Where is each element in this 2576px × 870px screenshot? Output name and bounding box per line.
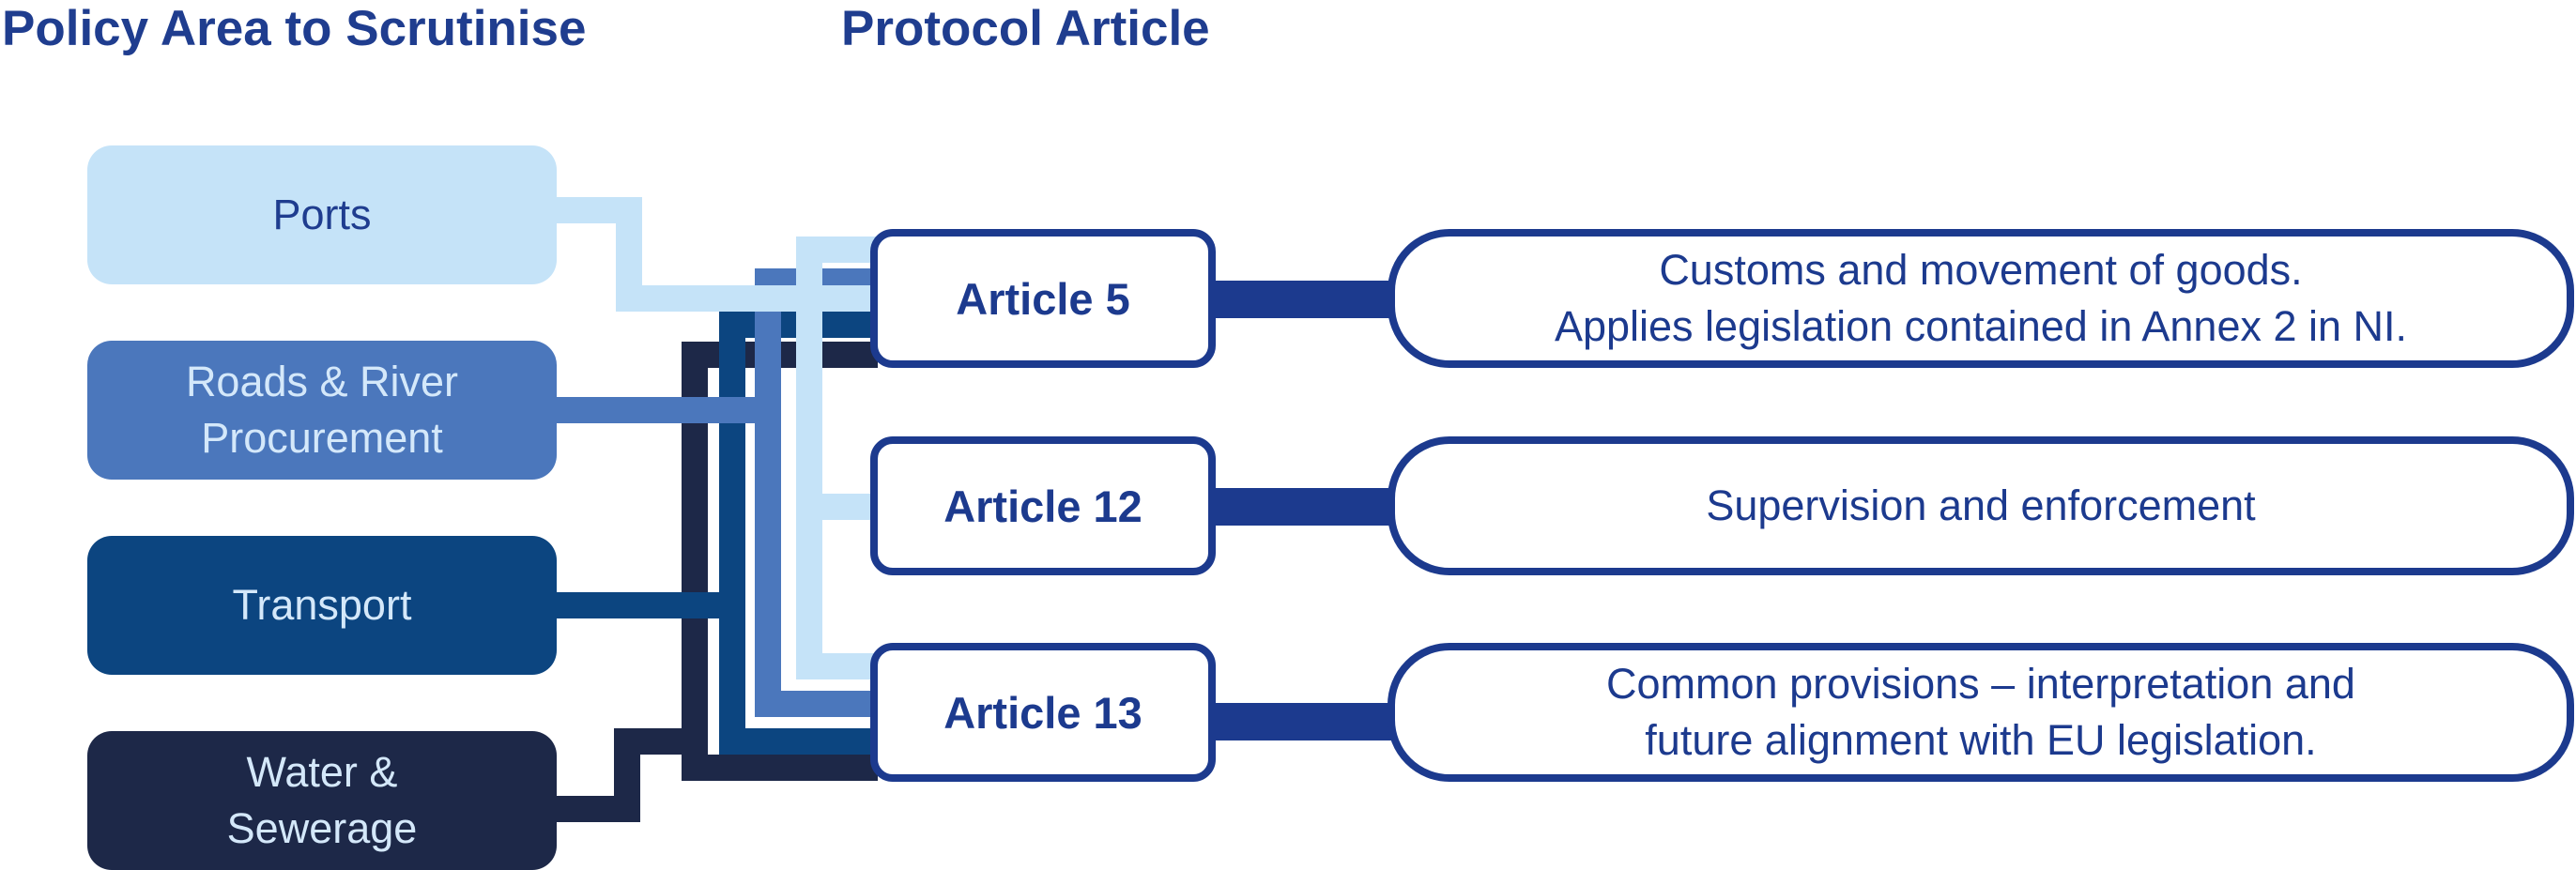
ports-to-article-5 xyxy=(557,197,878,312)
policy-label-water-sewerage: Water & Sewerage xyxy=(226,748,418,852)
protocol-article-header: Protocol Article xyxy=(841,1,1210,56)
description-article-5: Customs and movement of goods. Applies l… xyxy=(1554,246,2408,350)
roads-river-to-article-5 xyxy=(755,268,878,717)
description-box-article-5: Customs and movement of goods. Applies l… xyxy=(1388,229,2574,368)
ports-trunk xyxy=(796,237,878,679)
ports-connectors xyxy=(557,197,878,679)
policy-area-header: Policy Area to Scrutinise xyxy=(2,1,587,56)
description-article-13: Common provisions – interpretation and f… xyxy=(1606,660,2355,764)
policy-box-ports: Ports xyxy=(87,145,557,284)
roads-river-connectors xyxy=(557,268,878,717)
article-box-13: Article 13 xyxy=(870,643,1216,782)
policy-box-roads-river-procurement: Roads & River Procurement xyxy=(87,341,557,480)
article-label-13: Article 13 xyxy=(943,687,1142,738)
description-box-article-13: Common provisions – interpretation and f… xyxy=(1388,643,2574,782)
article-box-5: Article 5 xyxy=(870,229,1216,368)
water-sewerage-to-article-5 xyxy=(682,342,878,781)
article-label-12: Article 12 xyxy=(943,481,1142,531)
policy-label-ports: Ports xyxy=(272,191,372,238)
policy-box-transport: Transport xyxy=(87,536,557,675)
water-sewerage-connectors xyxy=(557,342,878,822)
policy-box-water-sewerage: Water & Sewerage xyxy=(87,731,557,870)
description-box-article-12: Supervision and enforcement xyxy=(1388,436,2574,575)
policy-label-transport: Transport xyxy=(232,581,412,629)
article-label-5: Article 5 xyxy=(956,273,1130,324)
description-article-12: Supervision and enforcement xyxy=(1706,481,2256,529)
article-description-connectors xyxy=(1211,281,1393,740)
article-box-12: Article 12 xyxy=(870,436,1216,575)
policy-label-roads-river-procurement: Roads & River Procurement xyxy=(185,358,459,462)
water-sewerage-to-junction xyxy=(557,728,695,822)
